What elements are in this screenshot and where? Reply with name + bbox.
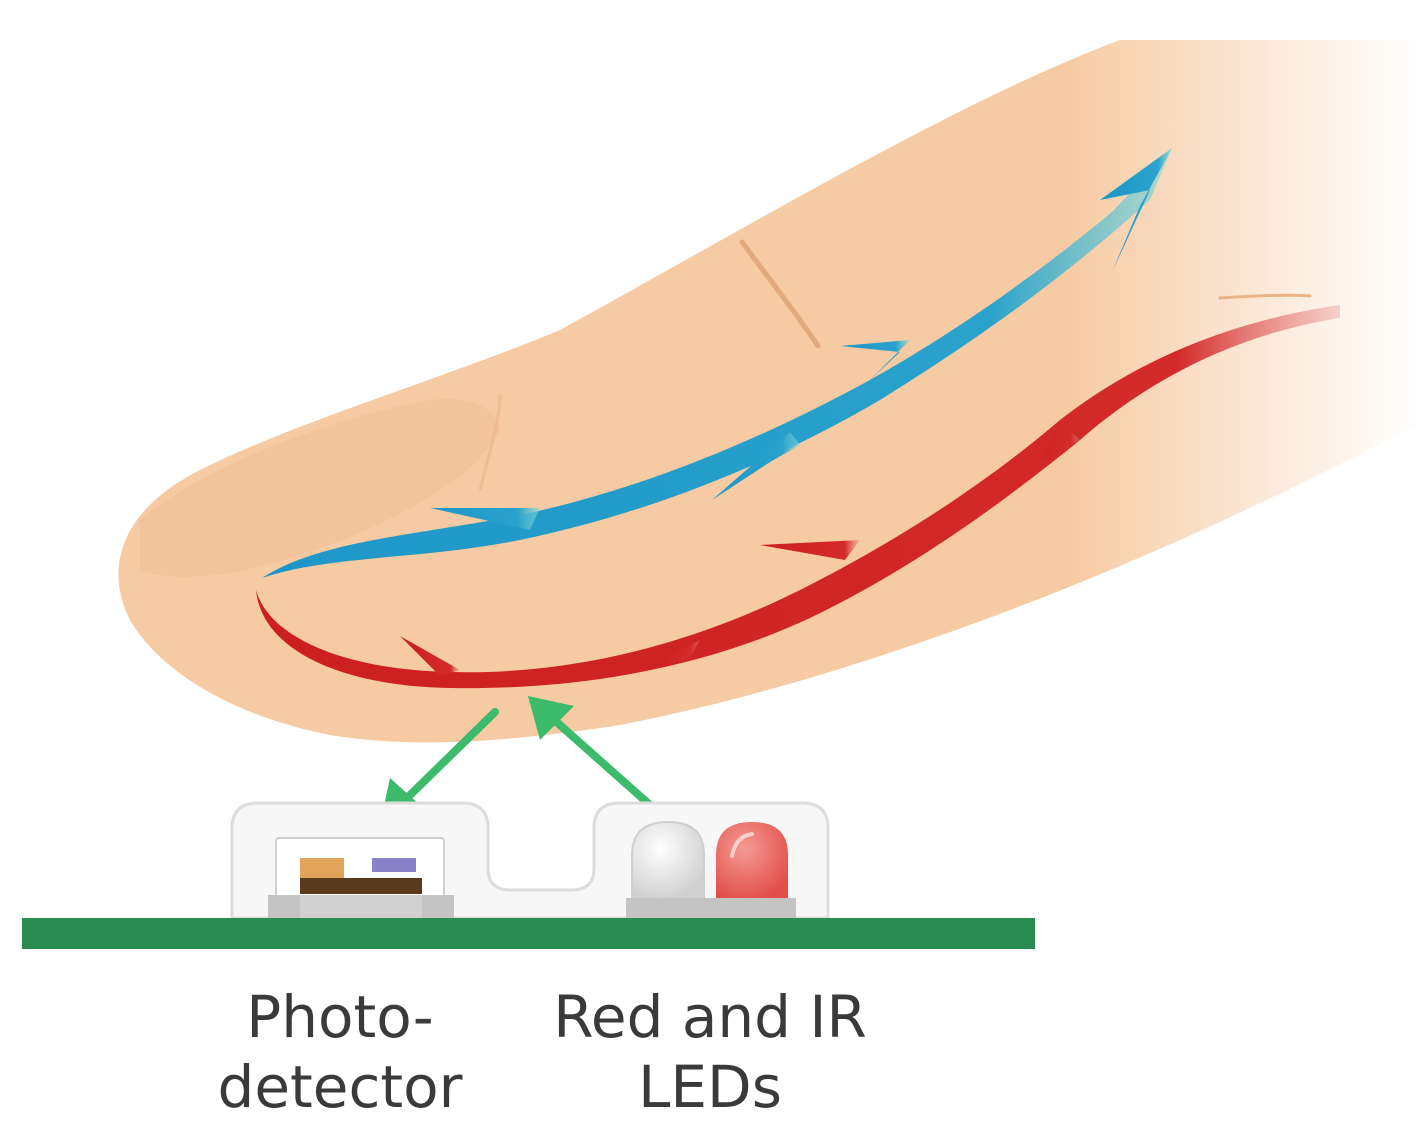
photodetector-label-line2: detector bbox=[217, 1053, 463, 1121]
photodetector-label-line1: Photo- bbox=[246, 983, 434, 1051]
reflected-light-arrow bbox=[401, 708, 499, 804]
fingernail-shade bbox=[140, 399, 500, 577]
led-icon bbox=[626, 820, 796, 920]
photodetector-icon bbox=[268, 837, 454, 920]
photodetector-label: Photo- detector bbox=[190, 982, 490, 1122]
vein-arrow-icon bbox=[262, 148, 1172, 578]
circuit-board bbox=[22, 918, 1035, 949]
emitted-light-arrowhead bbox=[528, 696, 574, 740]
leds-label: Red and IR LEDs bbox=[540, 982, 880, 1122]
leds-label-line2: LEDs bbox=[638, 1053, 782, 1121]
knuckle-crease bbox=[739, 239, 821, 349]
red-led bbox=[710, 822, 796, 920]
finger-body bbox=[118, 40, 1426, 743]
artery-arrow-icon bbox=[256, 305, 1340, 689]
finger-contour bbox=[478, 394, 502, 491]
knuckle-crease-2 bbox=[1218, 293, 1312, 300]
ir-led bbox=[626, 820, 710, 920]
leds-label-line1: Red and IR bbox=[553, 983, 867, 1051]
emitted-light-arrow bbox=[548, 714, 654, 809]
finger-illustration bbox=[118, 40, 1426, 743]
